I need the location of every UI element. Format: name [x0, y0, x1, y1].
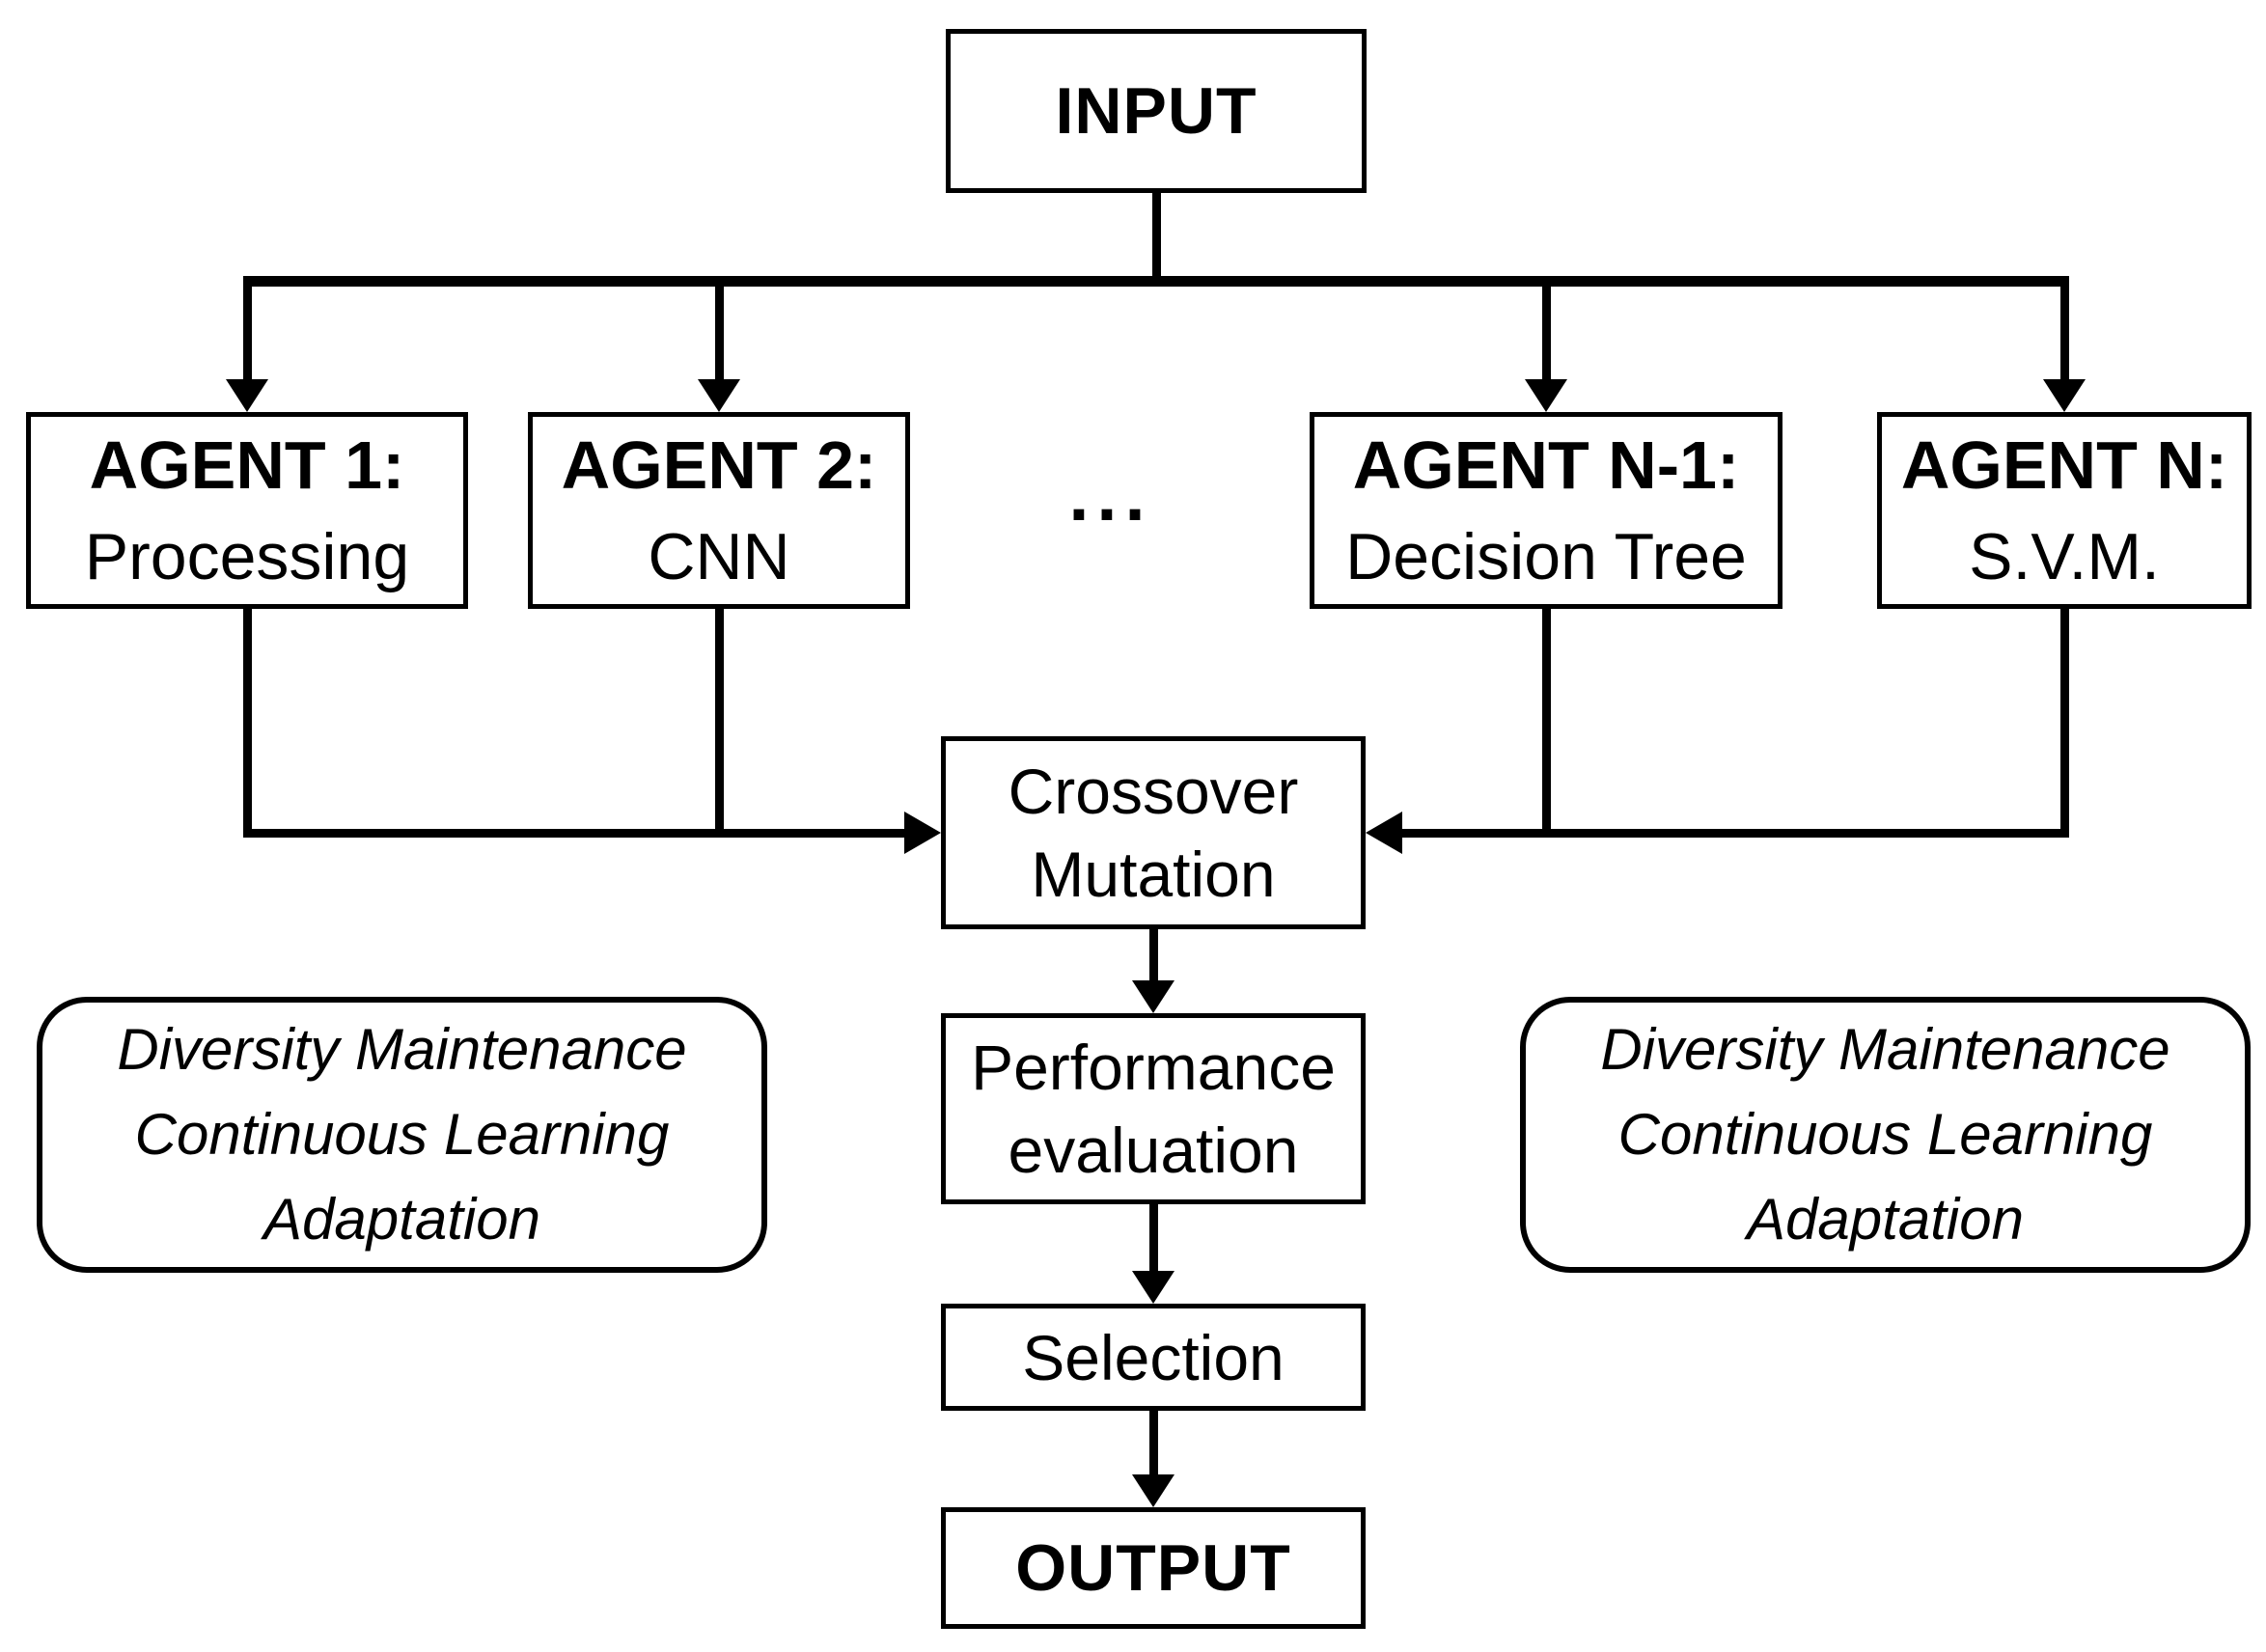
- note-right-line-2: Continuous Learning: [1617, 1102, 2153, 1167]
- mutation-label: Mutation: [1031, 839, 1276, 910]
- agent-2-subtitle: CNN: [648, 520, 790, 593]
- agent-n1-box: AGENT N-1: Decision Tree: [1310, 412, 1782, 609]
- input-label: INPUT: [1055, 74, 1257, 148]
- agent-n1-subtitle: Decision Tree: [1345, 520, 1747, 593]
- agent-1-subtitle: Processing: [84, 520, 410, 593]
- agent-2-down-line: [715, 609, 724, 838]
- arrow-shaft-to-agent-n: [2060, 287, 2069, 380]
- selection-label: Selection: [1022, 1321, 1285, 1393]
- note-right-line-1: Diversity Maintenance: [1600, 1017, 2170, 1082]
- arrowhead-into-crossover-left: [904, 812, 941, 854]
- performance-label: Performance: [971, 1032, 1336, 1103]
- output-box: OUTPUT: [941, 1507, 1366, 1629]
- arrow-shaft-performance-to-selection: [1149, 1204, 1158, 1273]
- arrow-shaft-to-agent-2: [715, 287, 724, 380]
- crossover-mutation-box: Crossover Mutation: [941, 736, 1366, 929]
- arrow-shaft-crossover-to-performance: [1149, 929, 1158, 982]
- ellipsis-dots: ...: [1068, 454, 1153, 537]
- agent-n-box: AGENT N: S.V.M.: [1877, 412, 2252, 609]
- connector-input-stem: [1152, 193, 1161, 276]
- note-left: Diversity Maintenance Continuous Learnin…: [37, 997, 767, 1273]
- arrow-shaft-selection-to-output: [1149, 1411, 1158, 1476]
- agent-n1-title: AGENT N-1:: [1352, 427, 1740, 503]
- performance-evaluation-box: Performance evaluation: [941, 1013, 1366, 1204]
- input-box: INPUT: [946, 29, 1367, 193]
- note-left-line-2: Continuous Learning: [134, 1102, 670, 1167]
- agent-1-box: AGENT 1: Processing: [26, 412, 468, 609]
- agent-2-title: AGENT 2:: [561, 427, 877, 503]
- arrowhead-to-agent-2: [698, 379, 740, 412]
- selection-box: Selection: [941, 1304, 1366, 1411]
- note-right-line-3: Adaptation: [1747, 1187, 2024, 1252]
- evaluation-label: evaluation: [1008, 1115, 1299, 1186]
- arrowhead-crossover-to-performance: [1132, 980, 1174, 1013]
- note-right: Diversity Maintenance Continuous Learnin…: [1520, 997, 2251, 1273]
- arrow-shaft-to-agent-1: [243, 287, 252, 380]
- arrowhead-selection-to-output: [1132, 1474, 1174, 1507]
- agent-n-down-line: [2060, 609, 2069, 838]
- agent-n-title: AGENT N:: [1900, 427, 2228, 503]
- arrowhead-to-agent-n: [2043, 379, 2086, 412]
- output-label: OUTPUT: [1015, 1531, 1291, 1605]
- agent-1-title: AGENT 1:: [89, 427, 405, 503]
- arrowhead-to-agent-n1: [1525, 379, 1567, 412]
- arrow-shaft-to-agent-n1: [1542, 287, 1551, 380]
- arrowhead-to-agent-1: [226, 379, 268, 412]
- collector-line-right: [1402, 829, 2069, 838]
- note-left-line-3: Adaptation: [263, 1187, 540, 1252]
- branch-line: [243, 276, 2069, 287]
- agent-n-subtitle: S.V.M.: [1969, 520, 2160, 593]
- collector-line-left: [243, 829, 904, 838]
- arrowhead-performance-to-selection: [1132, 1271, 1174, 1304]
- note-left-line-1: Diversity Maintenance: [117, 1017, 687, 1082]
- arrowhead-into-crossover-right: [1366, 812, 1402, 854]
- agent-2-box: AGENT 2: CNN: [528, 412, 910, 609]
- crossover-label: Crossover: [1008, 756, 1299, 827]
- agent-n1-down-line: [1542, 609, 1551, 838]
- agent-1-down-line: [243, 609, 252, 838]
